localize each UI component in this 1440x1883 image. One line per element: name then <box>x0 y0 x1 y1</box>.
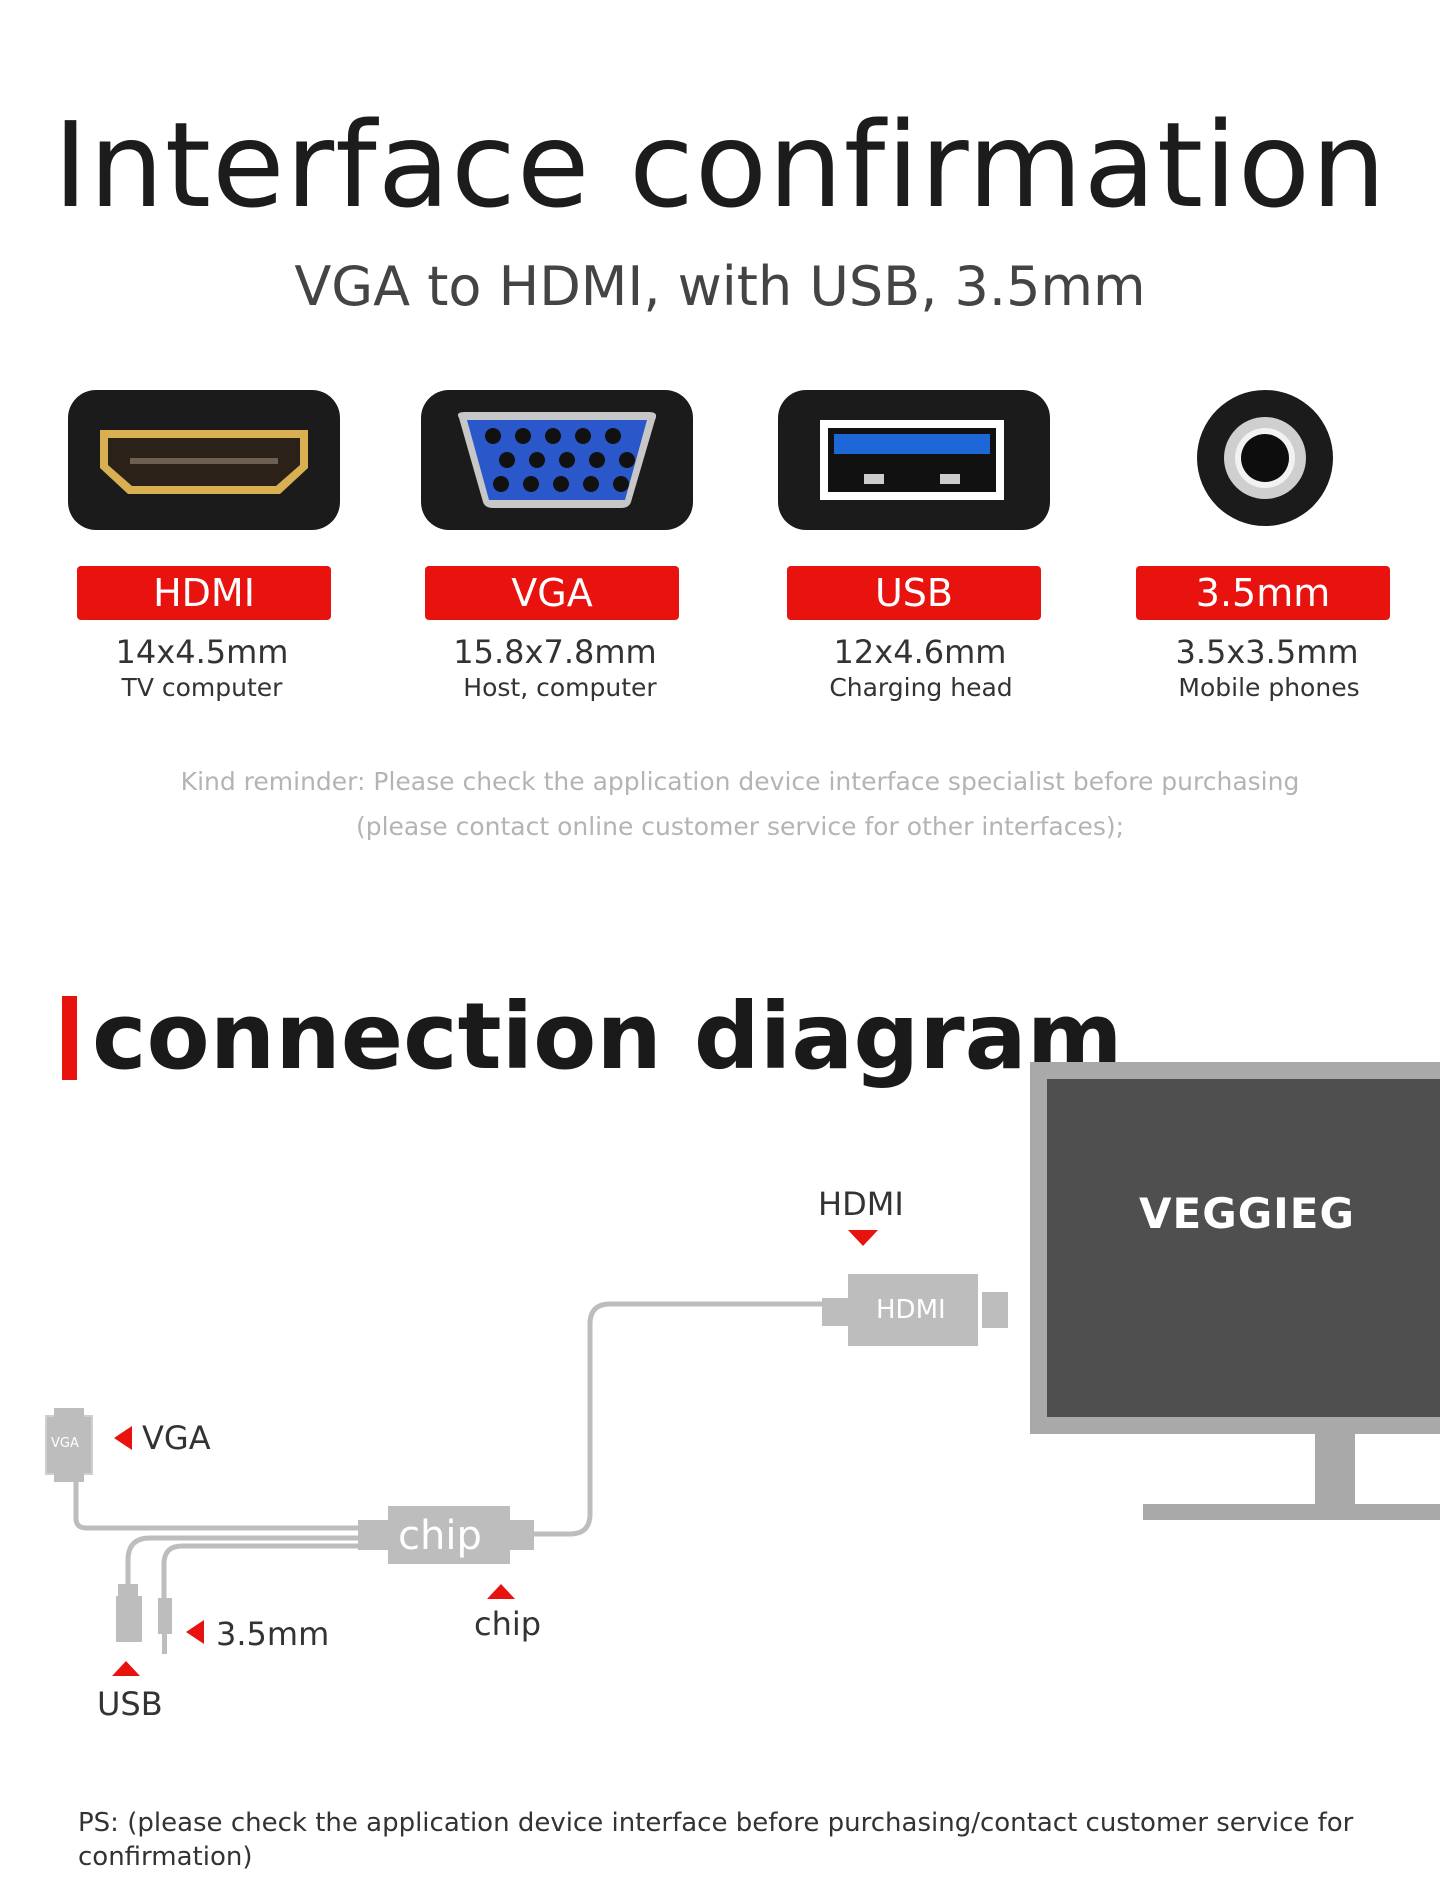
monitor-brand-logo: VEGGIEG <box>1139 1189 1355 1238</box>
vga-use: Host, computer <box>463 673 657 702</box>
reminder-line-1: Kind reminder: Please check the applicat… <box>180 767 1300 796</box>
vga-arrow-icon <box>114 1426 132 1450</box>
vga-port-image <box>421 390 693 530</box>
hdmi-arrow-icon <box>848 1230 878 1246</box>
footnote: PS: (please check the application device… <box>78 1808 1354 1872</box>
label-hdmi-plug: HDMI <box>876 1295 946 1325</box>
section-accent-bar <box>62 996 77 1080</box>
hdmi-cable <box>532 1301 822 1537</box>
label-hdmi: HDMI <box>818 1185 904 1223</box>
label-chip: chip <box>474 1605 542 1643</box>
hdmi-plug-icon <box>822 1274 1008 1346</box>
hdmi-port-icon <box>100 430 308 494</box>
page-title: Interface confirmation <box>53 96 1387 234</box>
audio-size: 3.5x3.5mm <box>1175 633 1359 671</box>
label-vga-plug: VGA <box>51 1436 79 1451</box>
vga-cable <box>73 1480 360 1531</box>
chip-arrow-icon <box>487 1584 515 1599</box>
audio-cable <box>161 1543 360 1600</box>
label-chip-box: chip <box>398 1513 482 1559</box>
usb-port-image <box>778 390 1050 530</box>
label-vga: VGA <box>142 1419 211 1457</box>
usb-arrow-icon <box>112 1661 140 1676</box>
vga-port-icon <box>457 412 657 508</box>
audio-jack-icon <box>1197 390 1333 526</box>
usb-size: 12x4.6mm <box>833 633 1007 671</box>
usb-cable <box>125 1535 360 1588</box>
monitor-icon <box>1030 1062 1440 1520</box>
usb-port-icon <box>820 420 1004 500</box>
usb-plug-icon <box>116 1584 142 1642</box>
badge-hdmi: HDMI <box>77 566 331 620</box>
audio-use: Mobile phones <box>1178 673 1360 702</box>
page-subtitle: VGA to HDMI, with USB, 3.5mm <box>294 255 1146 318</box>
label-3-5mm: 3.5mm <box>216 1615 330 1653</box>
hdmi-use: TV computer <box>121 673 283 702</box>
label-usb: USB <box>97 1685 163 1723</box>
badge-usb: USB <box>787 566 1041 620</box>
vga-plug-icon <box>45 1408 93 1482</box>
hdmi-port-image <box>68 390 340 530</box>
chip-box-icon <box>358 1506 534 1564</box>
section-title: connection diagram <box>92 983 1123 1090</box>
audio-plug-icon <box>158 1598 172 1654</box>
badge-3-5mm: 3.5mm <box>1136 566 1390 620</box>
hdmi-size: 14x4.5mm <box>115 633 289 671</box>
vga-size: 15.8x7.8mm <box>453 633 657 671</box>
usb-use: Charging head <box>829 673 1013 702</box>
reminder-line-2: (please contact online customer service … <box>355 812 1125 841</box>
badge-vga: VGA <box>425 566 679 620</box>
audio-arrow-icon <box>186 1620 204 1644</box>
